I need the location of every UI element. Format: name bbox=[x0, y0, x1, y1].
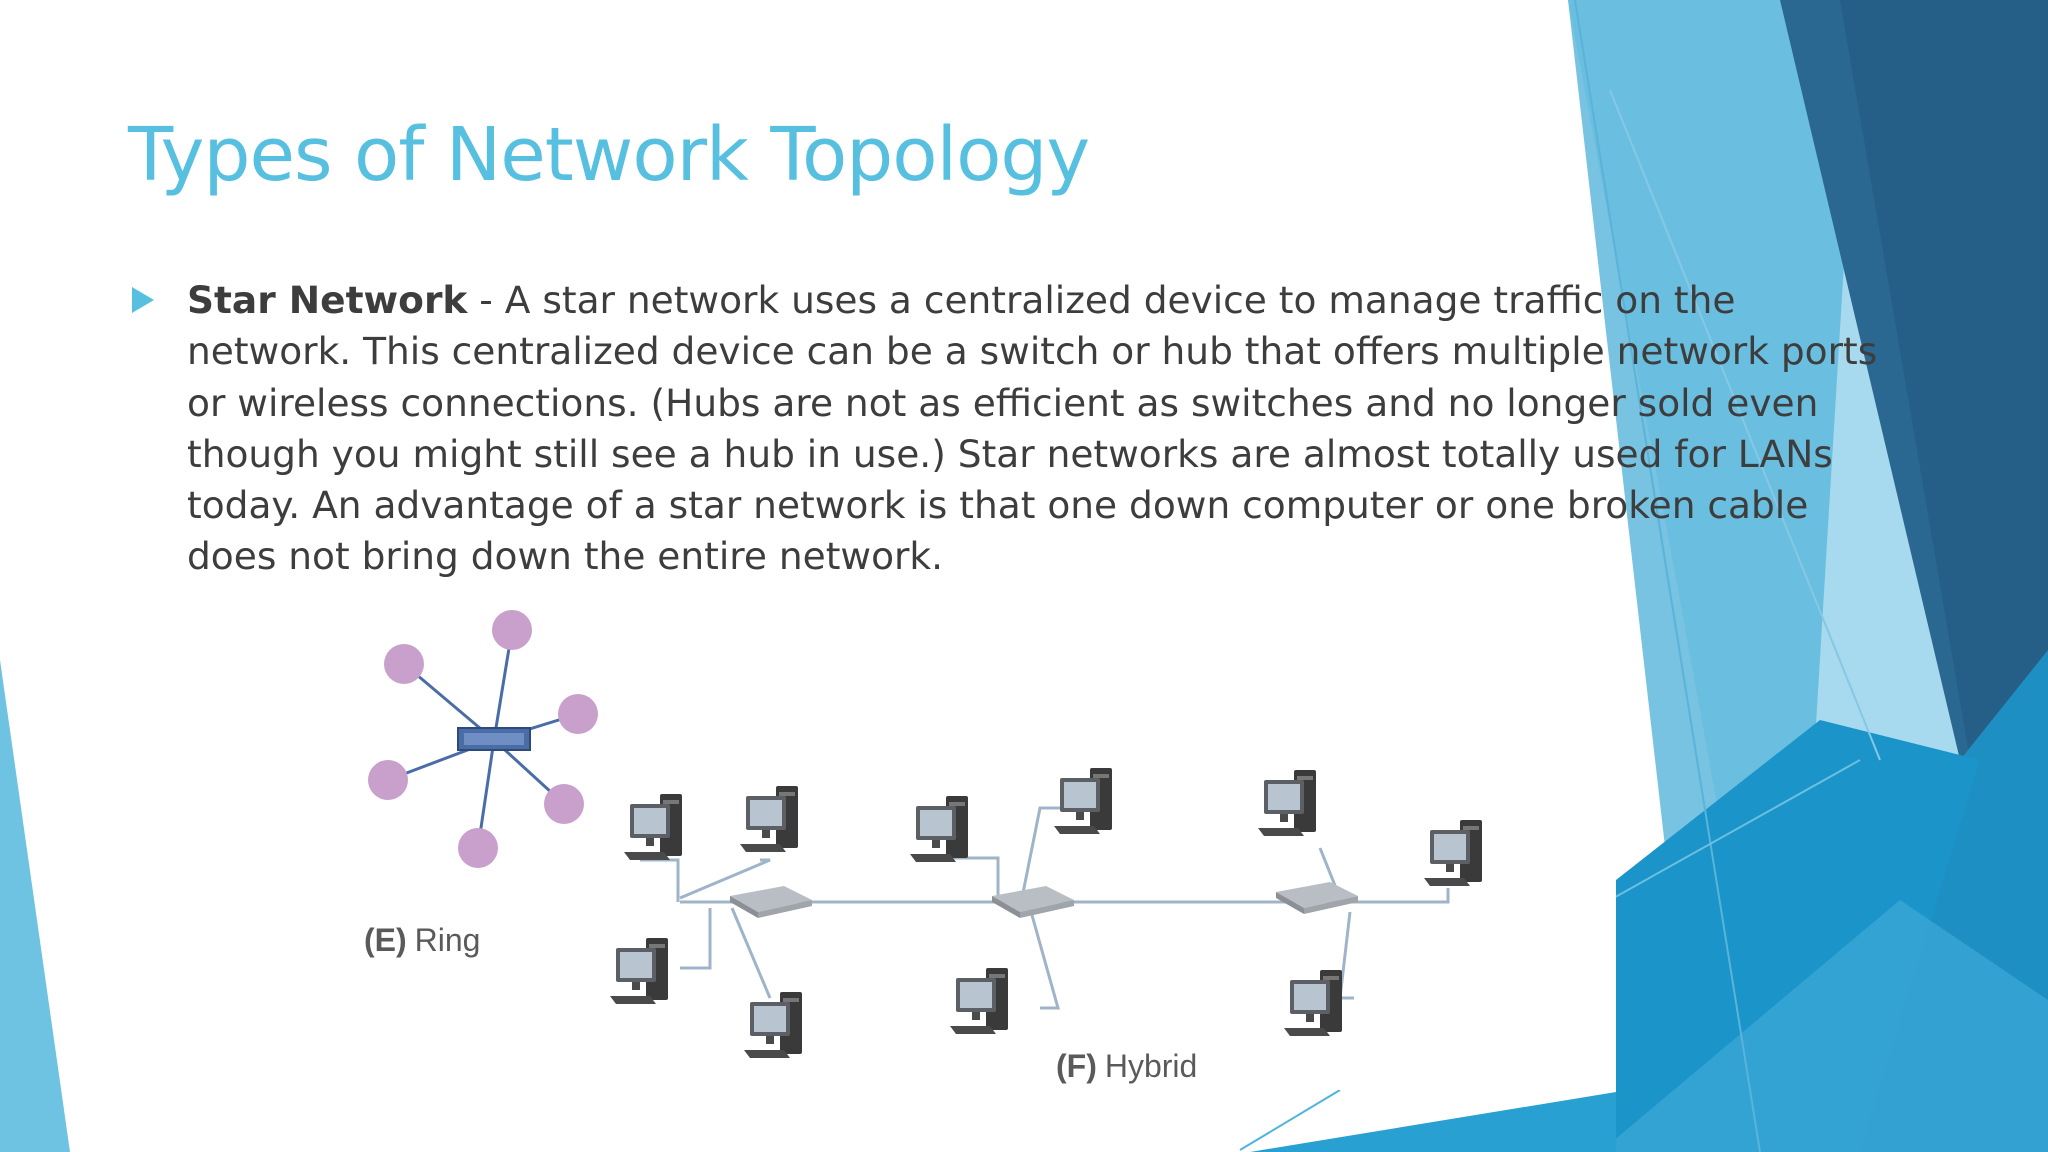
ring-label: (E)Ring bbox=[364, 922, 480, 959]
bullet-paragraph: Star Network - A star network uses a cen… bbox=[187, 275, 1907, 583]
computer-icon bbox=[1424, 820, 1482, 886]
star-node bbox=[384, 644, 424, 684]
computer-icon bbox=[610, 938, 668, 1004]
ring-label-name: Ring bbox=[414, 922, 481, 958]
computer-icon bbox=[910, 796, 968, 862]
computer-icon bbox=[1284, 970, 1342, 1036]
computer-icon bbox=[744, 992, 802, 1058]
star-node bbox=[368, 760, 408, 800]
topology-figure: (E)Ring (F)Hybrid bbox=[340, 598, 1616, 1090]
bullet-term: Star Network bbox=[187, 278, 468, 322]
computer-icon bbox=[950, 968, 1008, 1034]
star-diagram bbox=[368, 610, 598, 868]
computer-icon bbox=[624, 794, 682, 860]
hybrid-label-tag: (F) bbox=[1056, 1048, 1097, 1084]
switch-icon bbox=[992, 886, 1074, 918]
switch-icon bbox=[730, 886, 812, 918]
star-node bbox=[458, 828, 498, 868]
bullet-text: A star network uses a centralized device… bbox=[187, 278, 1878, 579]
star-node bbox=[558, 694, 598, 734]
switch-icon bbox=[1276, 882, 1358, 914]
computer-icon bbox=[740, 786, 798, 852]
star-node bbox=[544, 784, 584, 824]
computer-icon bbox=[1258, 770, 1316, 836]
bullet-separator: - bbox=[467, 278, 505, 322]
hybrid-label: (F)Hybrid bbox=[1056, 1048, 1197, 1085]
topology-diagram bbox=[368, 610, 1482, 1058]
bullet-arrow-icon bbox=[132, 287, 154, 313]
computer-icon bbox=[1054, 768, 1112, 834]
slide-title: Types of Network Topology bbox=[128, 112, 1090, 198]
star-node bbox=[492, 610, 532, 650]
ring-label-tag: (E) bbox=[364, 922, 407, 958]
hybrid-label-name: Hybrid bbox=[1104, 1048, 1198, 1084]
